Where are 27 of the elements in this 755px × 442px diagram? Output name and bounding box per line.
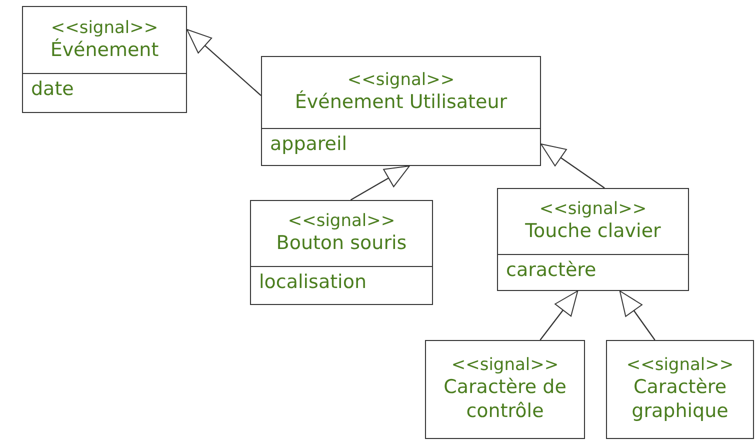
generalization-arrow [540, 144, 605, 188]
attribute-label: localisation [259, 271, 368, 295]
stereotype-label: <<signal>> [539, 199, 647, 220]
stereotype-label: <<signal>> [451, 355, 559, 376]
stereotype-label: <<signal>> [50, 18, 158, 38]
class-box [425, 340, 585, 439]
generalization-arrow [540, 290, 578, 340]
stereotype-label: <<signal>> [347, 70, 455, 90]
attribute-label: caractère [506, 259, 598, 283]
class-box [261, 56, 541, 166]
class-box [250, 200, 433, 305]
class-box [497, 188, 689, 291]
class-box [22, 6, 187, 113]
stereotype-label: <<signal>> [626, 355, 734, 376]
stereotype-label: <<signal>> [288, 211, 396, 232]
generalization-arrow [350, 165, 410, 201]
class-name: Caractère graphique [630, 376, 730, 424]
class-name: Caractère de contrôle [442, 376, 568, 424]
attribute-label: appareil [270, 133, 348, 157]
class-name: Touche clavier [525, 220, 661, 244]
attribute-label: date [31, 78, 75, 102]
class-box [606, 340, 754, 439]
class-name: Bouton souris [276, 232, 407, 256]
class-name: Événement [50, 38, 159, 62]
class-name: Événement Utilisateur [294, 91, 508, 115]
generalization-arrow [619, 290, 656, 340]
generalization-arrow [186, 29, 262, 96]
